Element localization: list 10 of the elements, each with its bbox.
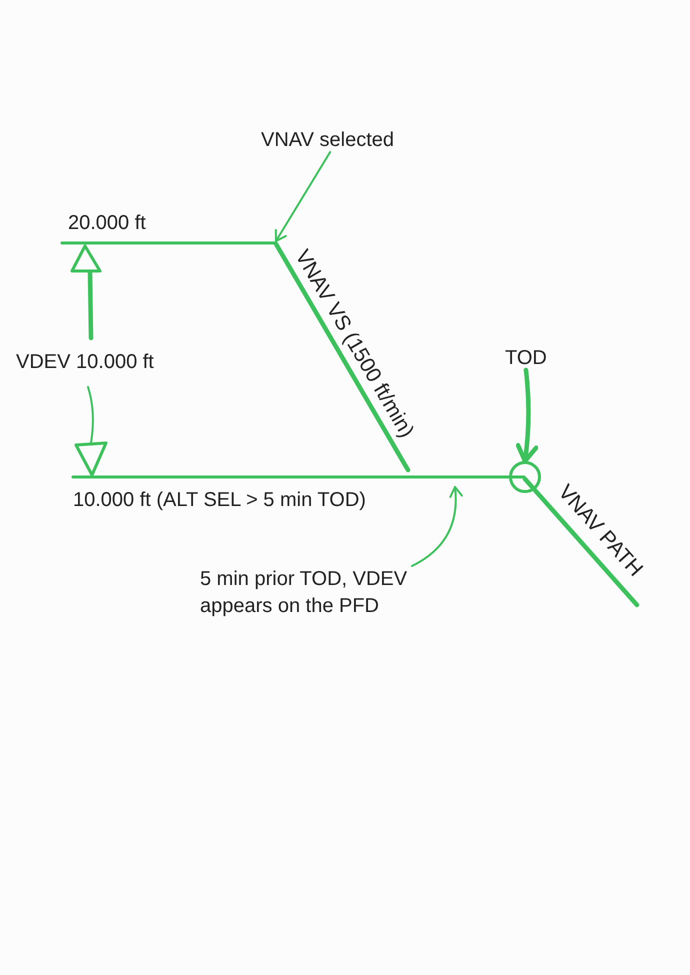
- callout-label: TOD: [505, 346, 547, 370]
- deviation-label: VDEV 10.000 ft: [16, 350, 154, 374]
- altitude-label: 20.000 ft: [68, 211, 146, 235]
- altitude-label: 10.000 ft (ALT SEL > 5 min TOD): [73, 488, 366, 512]
- callout-label: 5 min prior TOD, VDEV appears on the PFD: [200, 566, 412, 620]
- arrow: [411, 486, 463, 567]
- arrow: [516, 368, 538, 464]
- callout-label: VNAV selected: [261, 128, 394, 152]
- arrow: [274, 151, 332, 242]
- circle-marker: [509, 461, 541, 493]
